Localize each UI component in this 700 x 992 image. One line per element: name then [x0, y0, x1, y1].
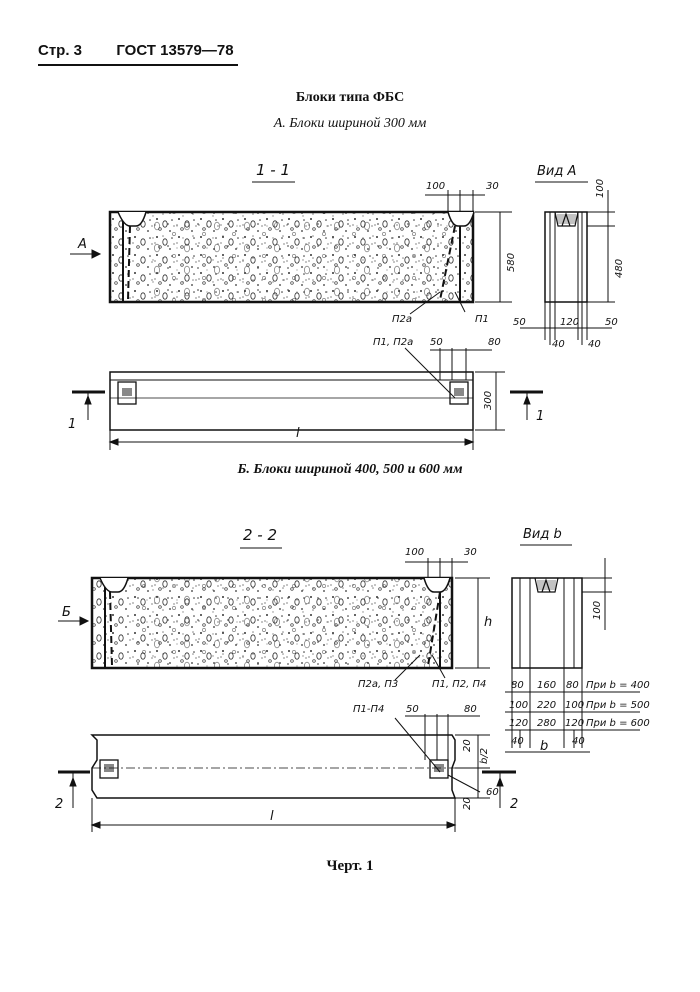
header-underline — [38, 64, 238, 66]
wtable-r3-right: 120 — [565, 718, 584, 729]
figure-caption: Черт. 1 — [326, 858, 374, 874]
cut-a-left-number: 1 — [68, 417, 76, 432]
page-header: Стр. 3 ГОСТ 13579—78 — [38, 42, 234, 59]
page-number: Стр. 3 — [38, 42, 83, 59]
cut-b-right-number: 2 — [510, 797, 518, 812]
subtitle-a: А. Блоки шириной 300 мм — [273, 116, 427, 131]
leader-a-p2a: П2а — [392, 314, 412, 325]
dim-a-40-right: 40 — [588, 339, 601, 350]
wtable-r1-note: При b = 400 — [586, 680, 650, 691]
dim-a-480: 480 — [614, 259, 625, 278]
dim-a-plan-50: 50 — [430, 337, 443, 348]
section-b-elevation — [90, 576, 454, 670]
dim-b-half-width: b/2 — [479, 748, 490, 764]
dim-a-100: 100 — [426, 181, 445, 192]
wtable-r3-mid: 280 — [537, 718, 556, 729]
wtable-r2-left: 100 — [509, 700, 528, 711]
leader-b-p1p4: П1-П4 — [353, 704, 384, 715]
dim-a-50-right: 50 — [605, 317, 618, 328]
subtitle-b: Б. Блоки шириной 400, 500 и 600 мм — [237, 462, 463, 477]
wtable-r2-note: При b = 500 — [586, 700, 650, 711]
dim-b-60: 60 — [486, 787, 499, 798]
dim-b-plan-80: 80 — [464, 704, 477, 715]
dim-a-580: 580 — [506, 253, 517, 272]
dim-b-40-left: 40 — [511, 736, 524, 747]
dim-b-100: 100 — [405, 547, 424, 558]
dim-a-300: 300 — [483, 391, 494, 410]
dim-b-20-bottom: 20 — [462, 797, 473, 810]
figure-title: Блоки типа ФБС — [295, 90, 405, 105]
dim-b-view-100: 100 — [592, 601, 603, 620]
dim-a-plan-80: 80 — [488, 337, 501, 348]
leader-b-p1p2p4: П1, П2, П4 — [432, 679, 486, 690]
dim-a-30: 30 — [486, 181, 499, 192]
dim-a-50-left: 50 — [513, 317, 526, 328]
wtable-r1-left: 80 — [511, 680, 524, 691]
wtable-r1-mid: 160 — [537, 680, 556, 691]
length-b-label: l — [270, 809, 274, 824]
view-b-arrow-label: Б — [62, 605, 71, 620]
view-a-label: Вид А — [537, 164, 576, 179]
standard-number: ГОСТ 13579—78 — [116, 42, 234, 59]
cut-a-right-number: 1 — [536, 409, 544, 424]
dim-b-20-top: 20 — [462, 739, 473, 752]
leader-a-p1: П1 — [475, 314, 489, 325]
length-a-label: l — [296, 426, 300, 441]
view-b-block — [511, 577, 583, 669]
section-a-plan — [109, 371, 474, 431]
section-a-elevation — [108, 210, 475, 304]
dim-b-30: 30 — [464, 547, 477, 558]
wtable-r2-right: 100 — [565, 700, 584, 711]
dim-a-view-100: 100 — [595, 179, 606, 198]
wtable-r3-note: При b = 600 — [586, 718, 650, 729]
wtable-r3-left: 120 — [509, 718, 528, 729]
dim-b-40-right: 40 — [572, 736, 585, 747]
wtable-r2-mid: 220 — [537, 700, 556, 711]
view-a-arrow-label: А — [77, 237, 87, 252]
dim-a-120: 120 — [560, 317, 579, 328]
view-a-block — [544, 211, 588, 303]
view-b-label: Вид b — [523, 527, 562, 542]
leader-b-p2ap3: П2а, П3 — [358, 679, 398, 690]
wtable-r1-right: 80 — [566, 680, 579, 691]
dim-a-40-left: 40 — [552, 339, 565, 350]
leader-a-p1p2a: П1, П2а — [373, 337, 413, 348]
height-b-label: h — [484, 615, 492, 630]
dim-b-plan-50: 50 — [406, 704, 419, 715]
section-a-label: 1 - 1 — [256, 161, 290, 179]
section-b-plan — [90, 734, 457, 799]
width-b-label: b — [540, 739, 548, 754]
cut-b-left-number: 2 — [55, 797, 63, 812]
section-b-label: 2 - 2 — [243, 526, 277, 544]
